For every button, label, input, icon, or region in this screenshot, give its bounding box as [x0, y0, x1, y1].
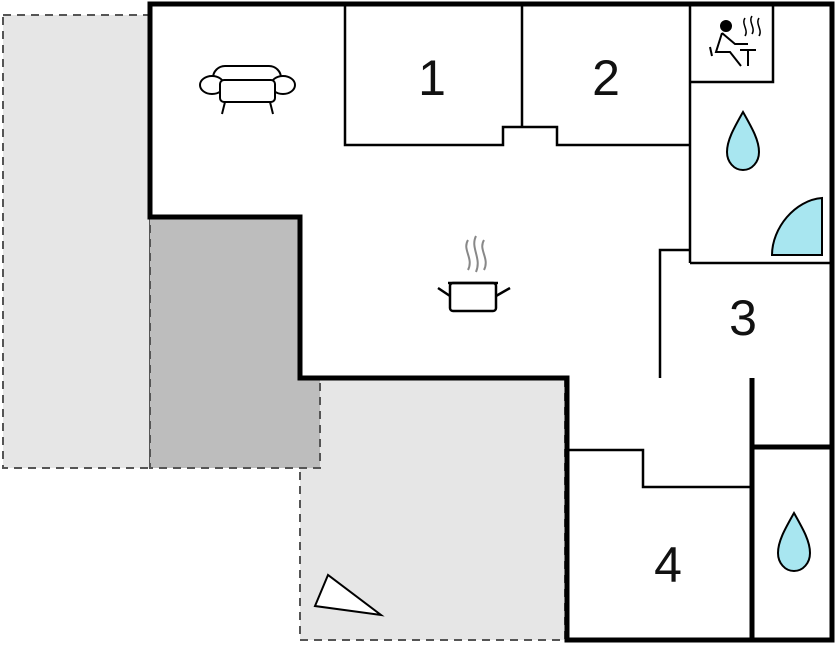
quarter-circle-shower-icon — [770, 196, 823, 256]
covered-terrace — [149, 216, 321, 469]
terrace-left — [2, 14, 151, 469]
water-drop-icon — [776, 510, 812, 573]
water-drop-icon — [725, 109, 761, 172]
room-4-label: 4 — [654, 537, 682, 593]
terrace-bottom — [299, 377, 566, 641]
room-1-label: 1 — [418, 50, 446, 106]
room-3-label: 3 — [729, 290, 757, 346]
outer-walls — [147, 1, 835, 643]
room-2-label: 2 — [592, 50, 620, 106]
sauna-icon — [709, 15, 761, 67]
triangle-marker-icon — [313, 573, 385, 617]
building-floor-lower — [567, 378, 832, 640]
outdoor-areas — [2, 14, 566, 641]
cooking-pot-icon — [437, 235, 511, 313]
sofa-icon — [199, 65, 296, 115]
interior-walls — [343, 4, 832, 489]
